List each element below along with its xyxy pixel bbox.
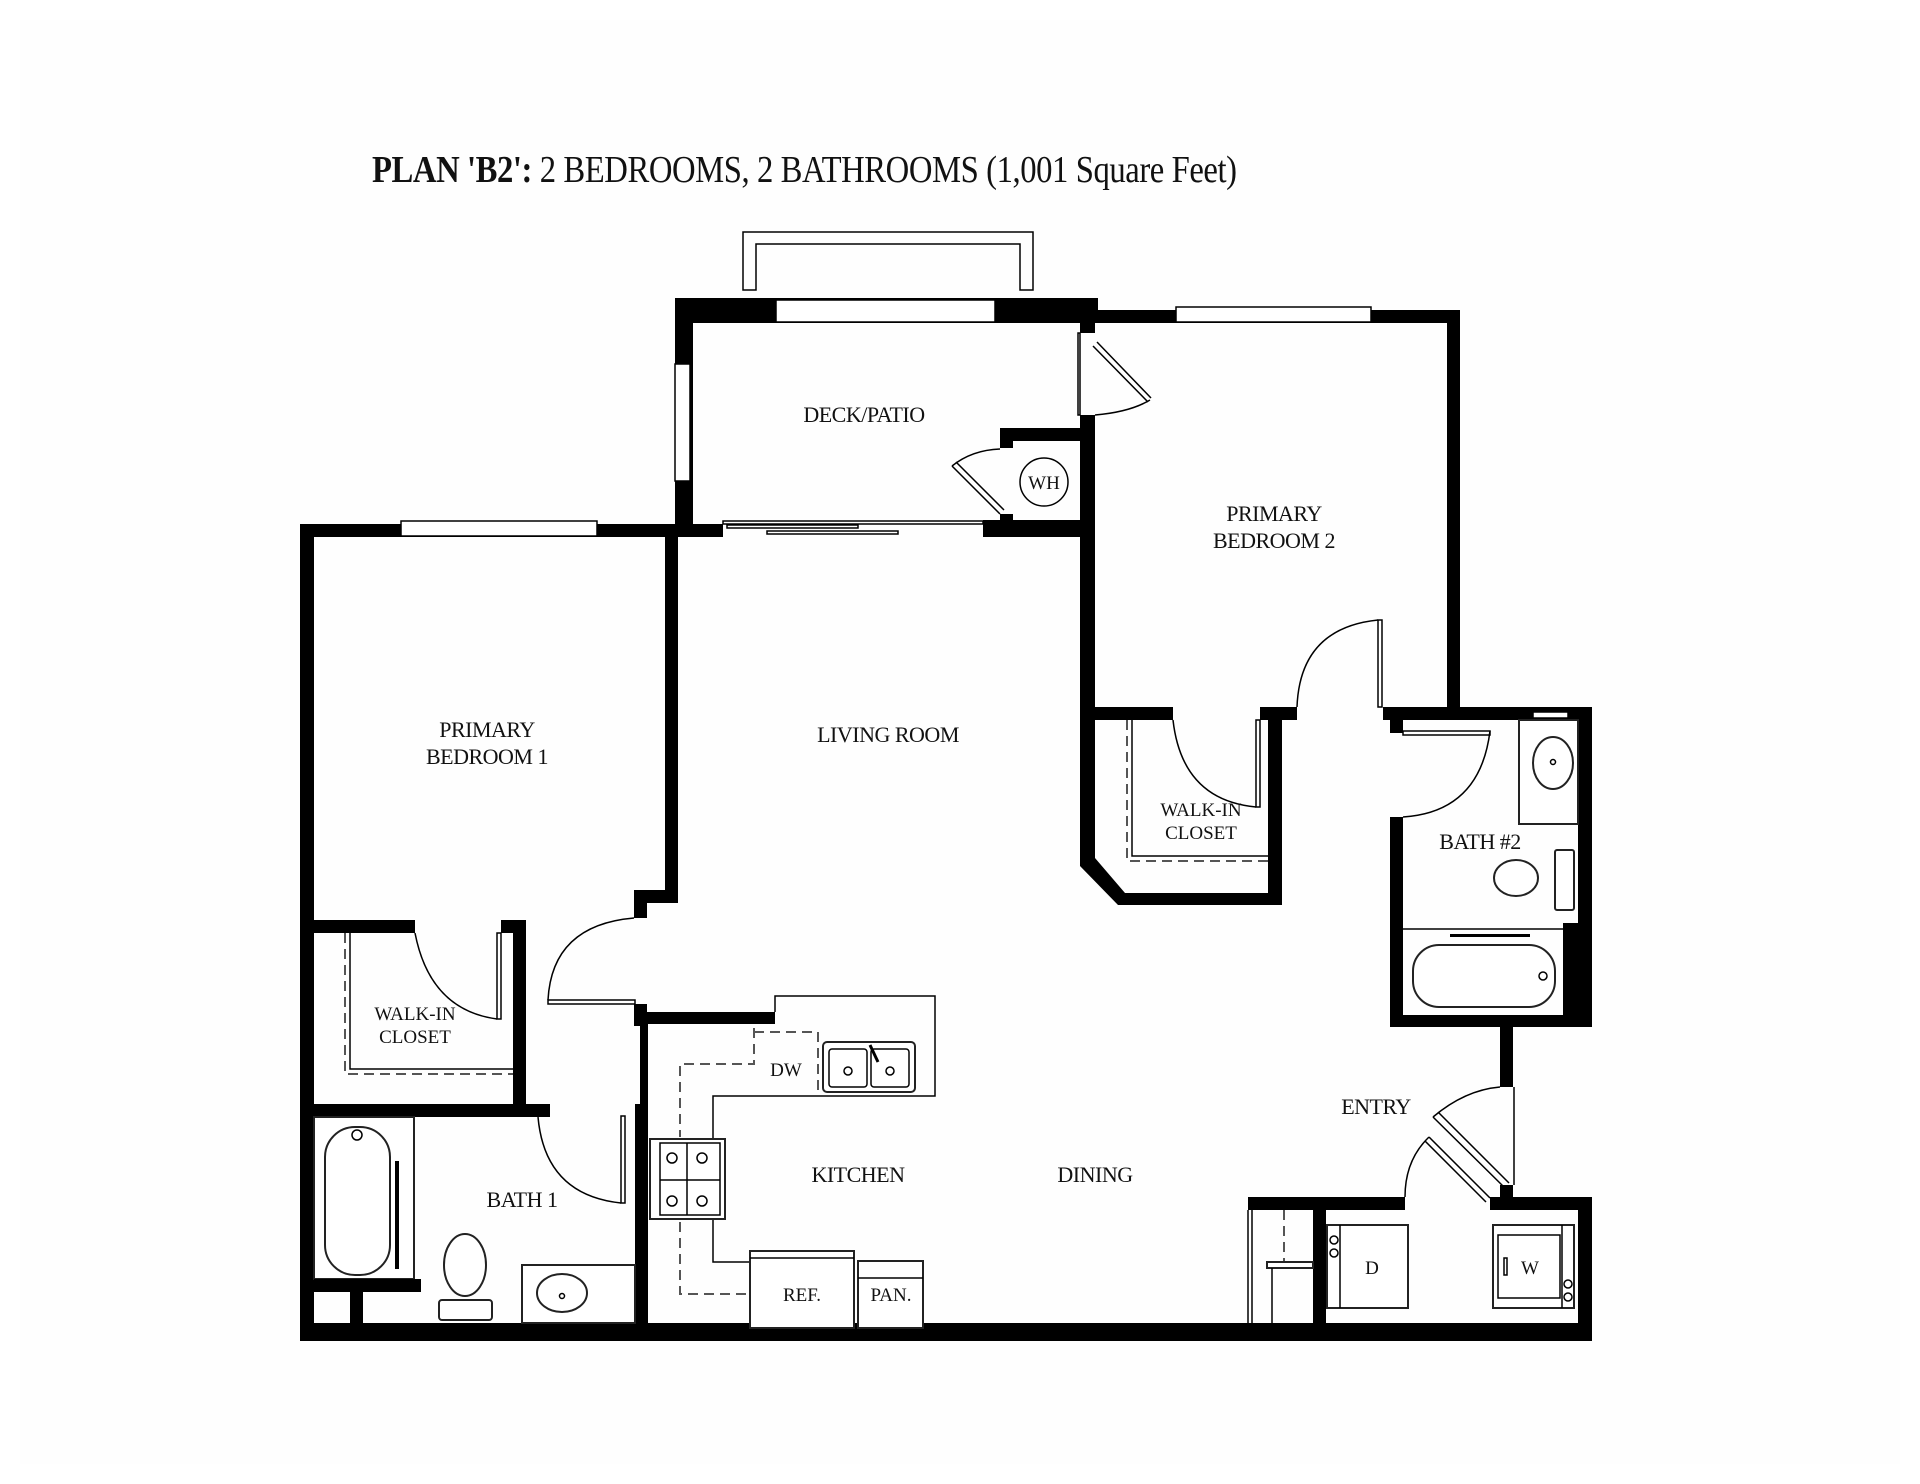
deck-window [775,299,996,323]
room-label-deck: DECK/PATIO [803,402,924,427]
room-label-bedroom2-line2: BEDROOM 2 [1213,528,1335,553]
closet1-walls [300,920,550,1117]
kitchen-sink [822,1041,916,1093]
deck-walls: WH [674,298,1098,537]
kitchen-walls: DW REF. PAN. [640,995,936,1329]
sliding-door-panel-1[interactable] [726,524,859,529]
bath2-bathtub [1412,944,1556,1008]
room-label-bedroom1-line1: PRIMARY [439,717,535,742]
room-label-closet1-line1: WALK-IN [374,1004,456,1025]
bedroom1-window [400,520,598,537]
bedroom2-door[interactable] [1377,619,1383,708]
linen-shelf [1266,1261,1314,1269]
entry-door-leaf-1[interactable] [1432,1111,1510,1189]
plan-title-details: 2 BEDROOMS, 2 BATHROOMS (1,001 Square Fe… [532,149,1237,191]
wh-closet-door [951,461,1005,515]
room-label-bedroom1-line2: BEDROOM 1 [426,744,548,769]
bath2-window [1532,711,1569,719]
closet2-walls [1080,719,1282,905]
entry-side-wall [1500,1027,1513,1087]
living-top-wall [665,520,1095,537]
deck-railing [742,231,1034,291]
room-label-closet1-line2: CLOSET [379,1027,451,1048]
pantry[interactable] [857,1260,924,1329]
closet2-door[interactable] [1255,719,1261,808]
dryer-label: D [1365,1258,1379,1279]
bath1-toilet-tank [438,1299,493,1321]
bath1-toilet [443,1233,487,1297]
entry-door-leaf-2[interactable] [1424,1136,1491,1203]
pantry-label: PAN. [870,1285,911,1306]
refrigerator-label: REF. [783,1285,821,1306]
room-label-bath2: BATH #2 [1439,829,1520,854]
room-label-closet2-line2: CLOSET [1165,823,1237,844]
bath2-walls [1383,707,1592,1027]
room-label-dining: DINING [1057,1162,1133,1187]
bath2-door[interactable] [1402,730,1491,736]
bath1-door[interactable] [620,1115,626,1204]
sliding-door-panel-2[interactable] [766,530,899,535]
bedroom2-window [1175,306,1372,323]
deck-door[interactable] [1094,399,1151,416]
dishwasher-label: DW [770,1060,802,1081]
washer-label: W [1521,1258,1539,1279]
entry-walls [1404,1020,1515,1210]
plan-title: PLAN 'B2': 2 BEDROOMS, 2 BATHROOMS (1,00… [372,148,1237,192]
bedroom2-walls [1077,298,1460,720]
room-label-bath1: BATH 1 [487,1187,558,1212]
deck-side-window [674,363,691,482]
water-heater-label: WH [1028,473,1060,494]
bath2-toilet [1493,859,1539,897]
water-heater-icon [1019,457,1069,507]
plan-title-name: PLAN 'B2': [372,149,533,191]
bedroom1-door[interactable] [547,999,636,1005]
bath2-toilet-tank [1554,849,1575,911]
room-label-entry: ENTRY [1341,1094,1411,1119]
room-label-bedroom2-line1: PRIMARY [1226,501,1322,526]
bath1-bathtub [324,1126,391,1276]
refrigerator [749,1250,855,1329]
laundry-walls: D W [1247,1197,1592,1341]
bath2-sink [1532,736,1574,790]
room-label-closet2-line1: WALK-IN [1160,800,1242,821]
closet1-door[interactable] [496,932,502,1020]
room-label-living: LIVING ROOM [817,722,959,747]
room-label-kitchen: KITCHEN [811,1162,905,1187]
